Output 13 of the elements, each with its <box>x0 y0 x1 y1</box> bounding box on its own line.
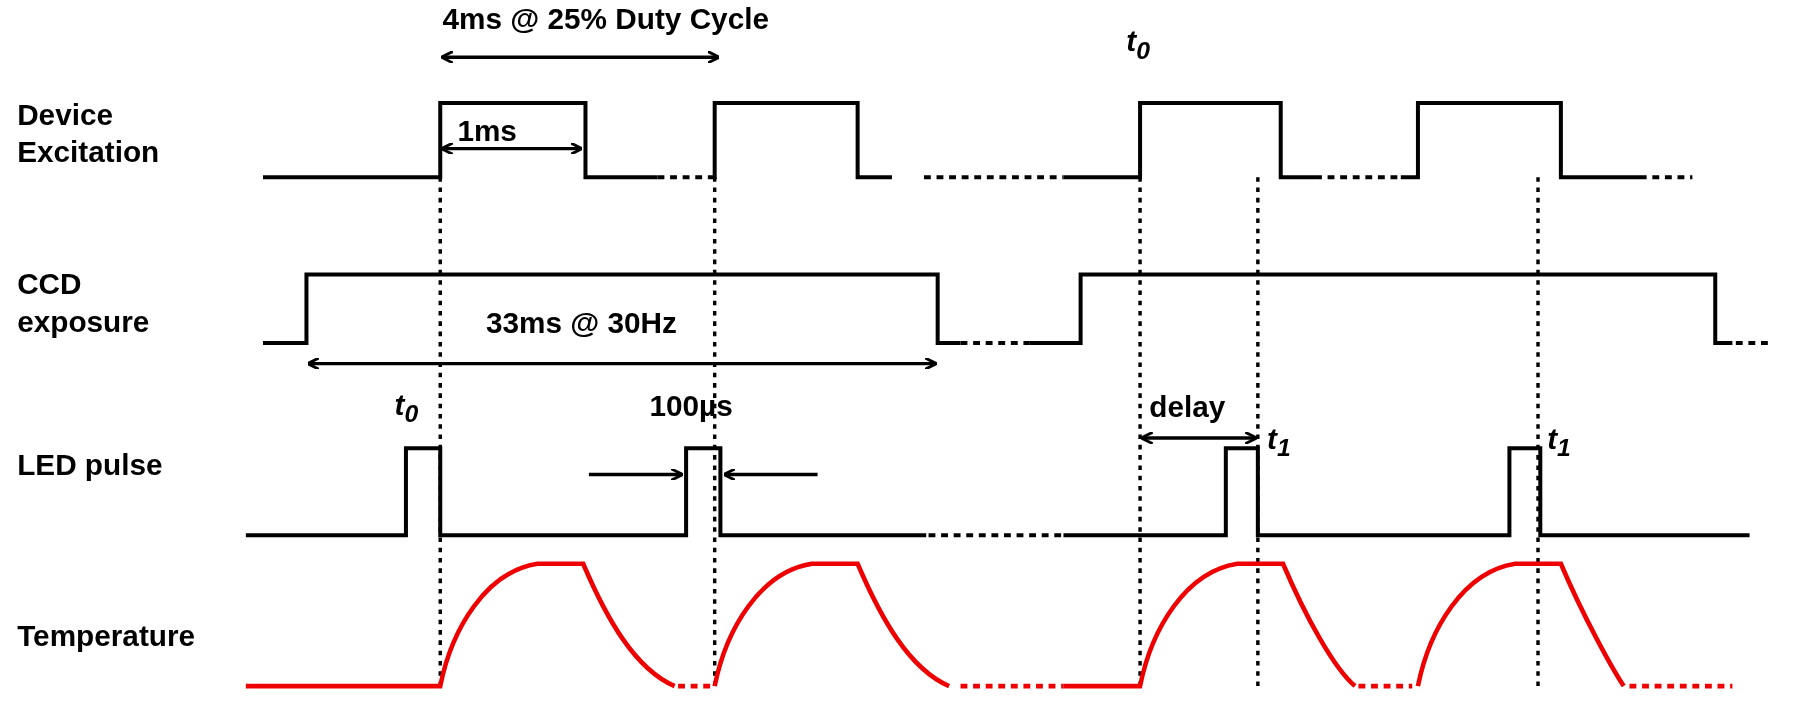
dimension-label: 4ms @ 25% Duty Cycle <box>442 0 769 38</box>
dimension-label: 100µs <box>649 387 733 426</box>
dimension-label: delay <box>1149 388 1226 427</box>
time-label: t$_{0}$ <box>1126 23 1151 67</box>
signal-label: LED pulse <box>17 446 163 484</box>
signal-label: CCD exposure <box>17 265 151 341</box>
dimension-label: 33ms @ 30Hz <box>486 304 677 342</box>
signal-label: Temperature <box>17 617 196 655</box>
dimension-label: 1ms <box>457 112 517 150</box>
signal-label: Device Excitation <box>17 96 161 172</box>
time-label: t$_{1}$ <box>1267 420 1291 465</box>
time-label: t$_{1}$ <box>1547 420 1571 465</box>
time-label: t$_{0}$ <box>394 386 419 430</box>
